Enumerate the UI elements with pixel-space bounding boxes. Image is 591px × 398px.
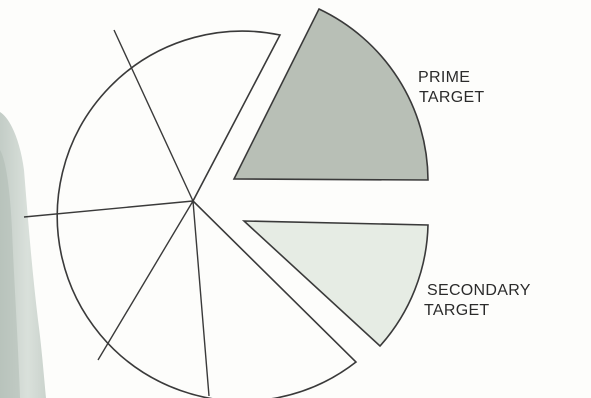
secondary-label-line2: TARGET: [424, 301, 531, 321]
segment-divider-1: [114, 30, 193, 201]
secondary-target-label: SECONDARY TARGET: [427, 281, 531, 321]
segment-divider-4: [193, 201, 209, 396]
secondary-target-slice: [244, 221, 428, 346]
prime-target-label: PRIME TARGET: [418, 68, 485, 108]
segment-divider-3: [98, 201, 193, 360]
prime-label-line2: TARGET: [419, 88, 485, 108]
prime-target-slice: [234, 9, 428, 180]
prime-label-line1: PRIME: [418, 68, 485, 88]
segment-divider-2: [24, 201, 193, 217]
secondary-label-line1: SECONDARY: [427, 281, 531, 301]
